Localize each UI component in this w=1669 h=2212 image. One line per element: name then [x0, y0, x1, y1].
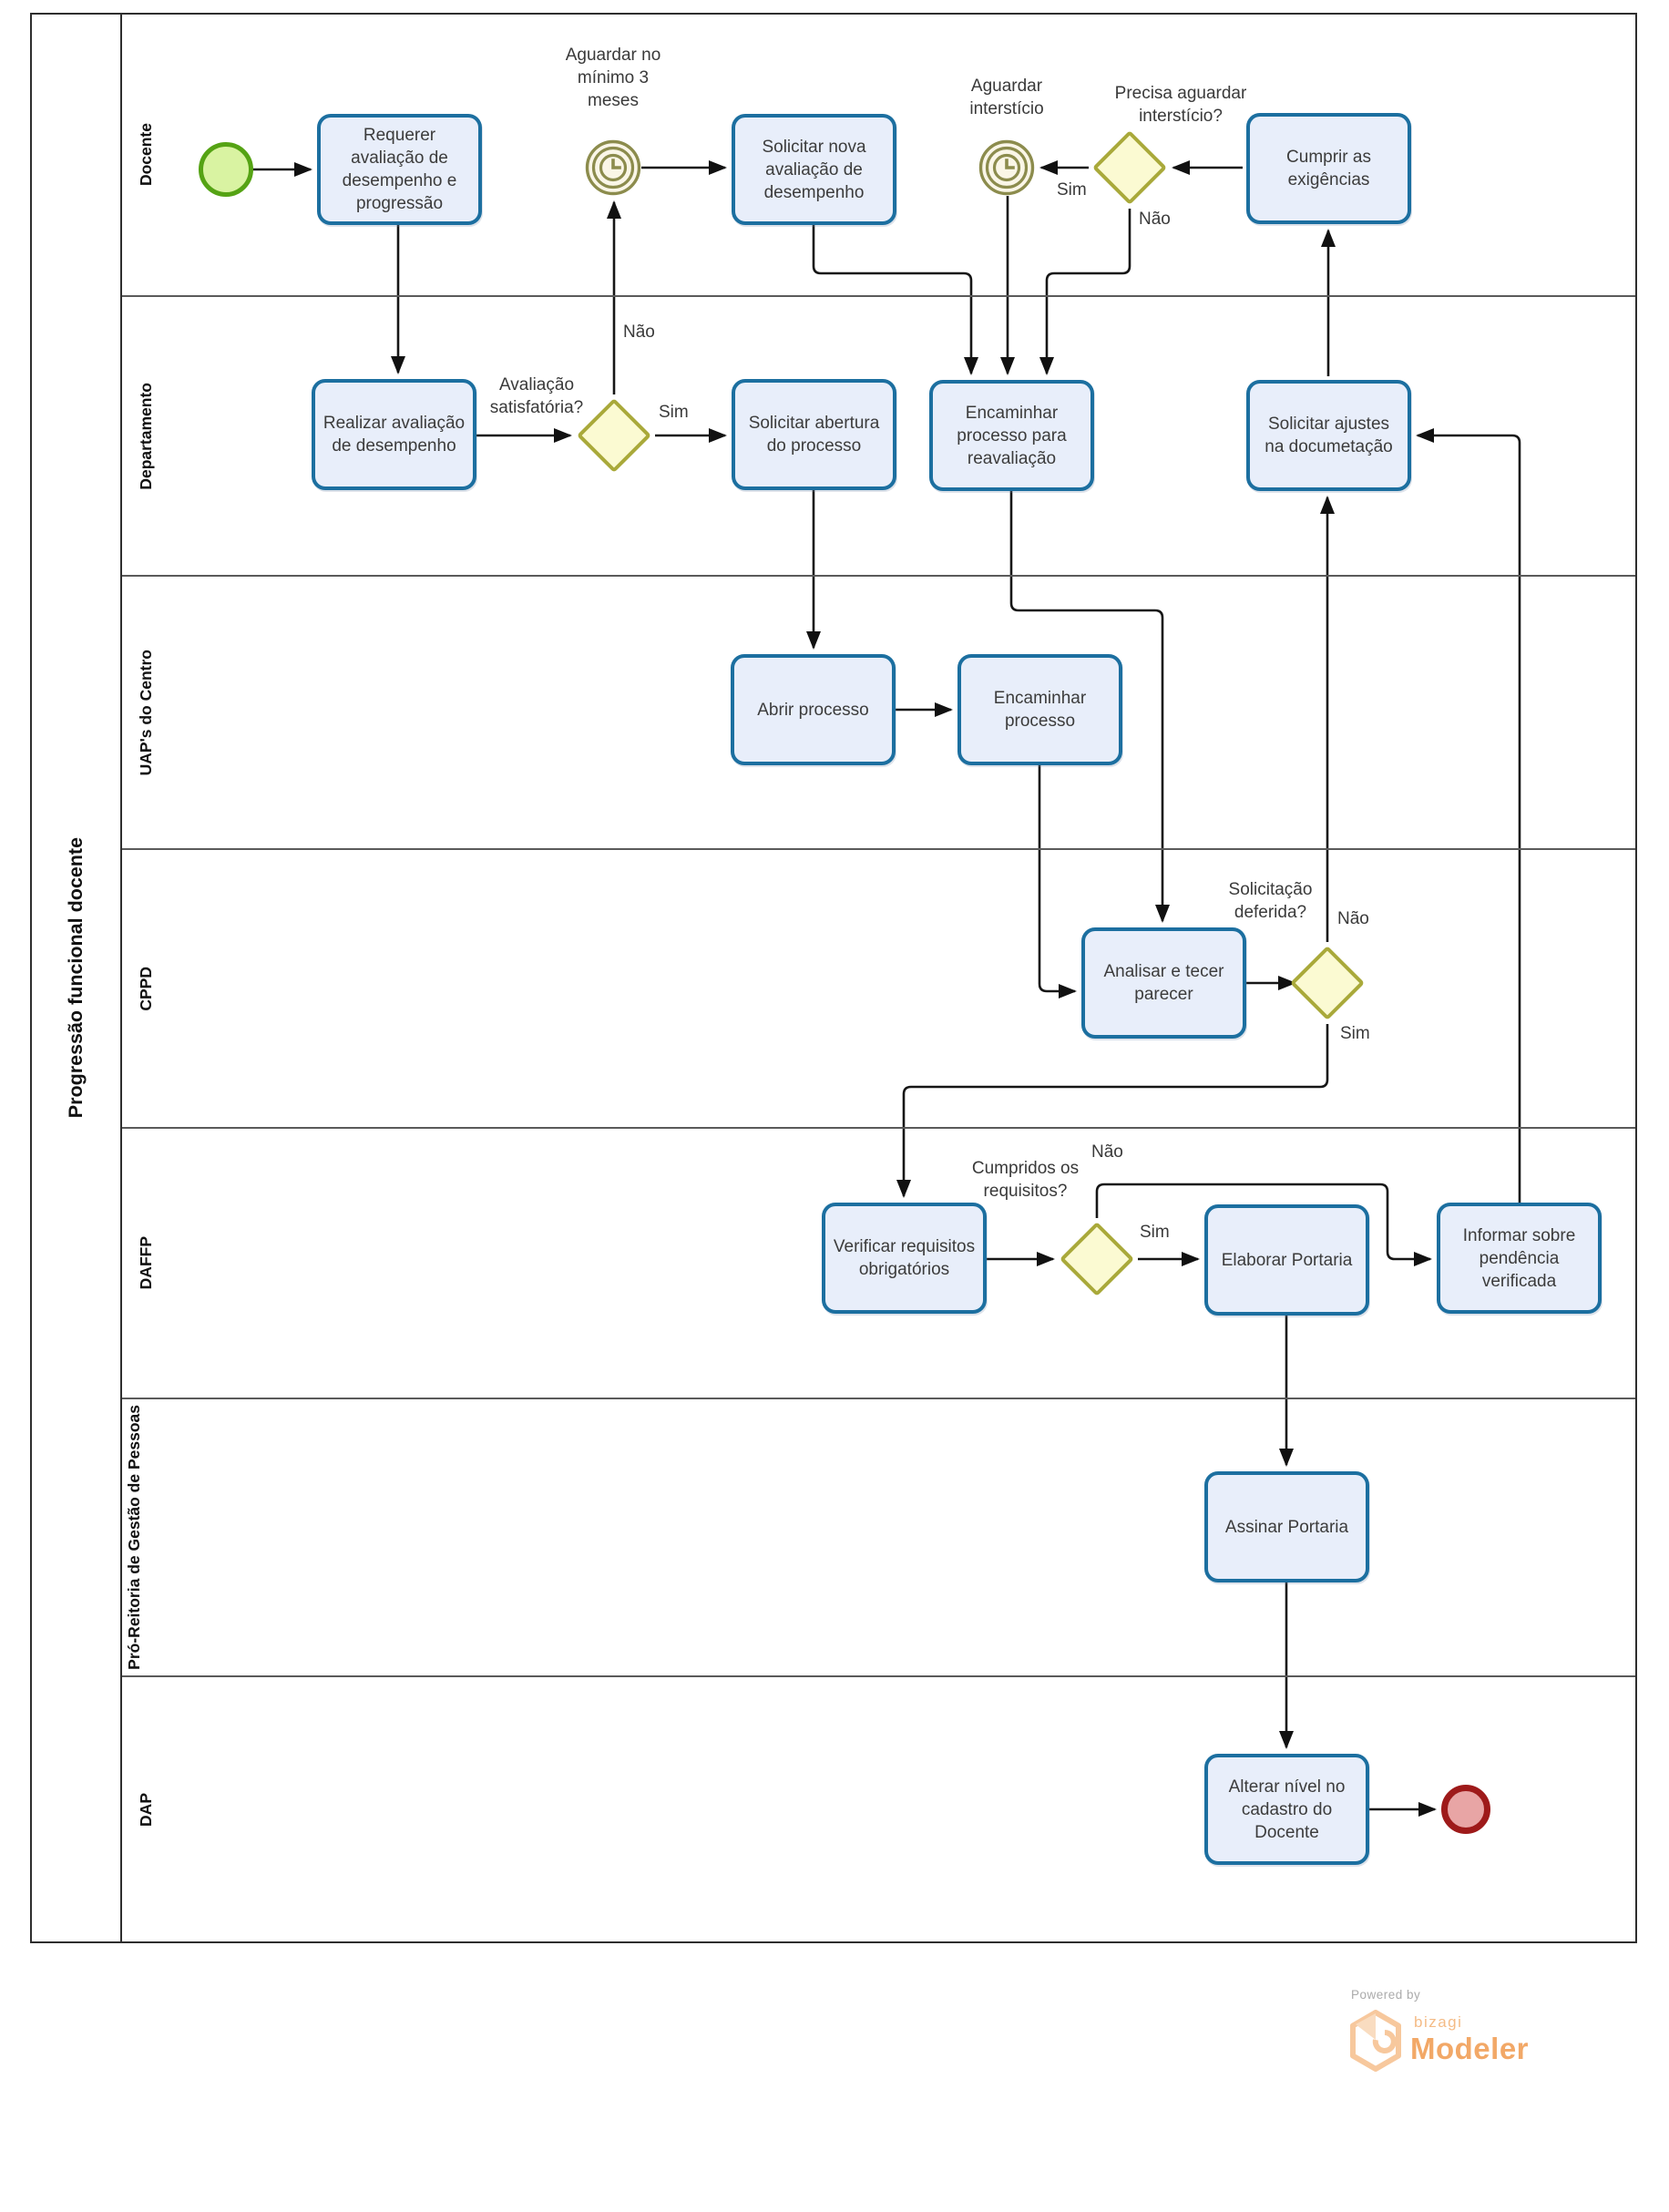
process-pool: [30, 13, 1637, 1943]
powered-by-text: Powered by: [1351, 1988, 1421, 2002]
lane-departamento: Departamento: [124, 296, 168, 576]
lane-label: Docente: [136, 122, 155, 187]
task-solicitar-ajustes-documentacao: Solicitar ajustes na documetação: [1246, 380, 1411, 491]
lane-uaps-do-centro: UAP's do Centro: [124, 576, 168, 849]
task-analisar-parecer: Analisar e tecer parecer: [1081, 927, 1246, 1039]
task-alterar-nivel-cadastro: Alterar nível no cadastro do Docente: [1204, 1754, 1369, 1865]
edge-label-sim: Sim: [1057, 180, 1087, 200]
task-requerer-avaliacao: Requerer avaliação de desempenho e progr…: [317, 114, 482, 225]
lane-label: CPPD: [136, 966, 155, 1011]
task-solicitar-nova-avaliacao: Solicitar nova avaliação de desempenho: [732, 114, 896, 225]
lane-divider: [122, 848, 1635, 850]
task-abrir-processo: Abrir processo: [731, 654, 896, 765]
lane-divider: [122, 1127, 1635, 1129]
gateway-label-solicitacao-deferida: Solicitação deferida?: [1228, 880, 1313, 922]
task-assinar-portaria: Assinar Portaria: [1204, 1471, 1369, 1582]
edge-label-sim: Sim: [1140, 1223, 1170, 1242]
task-encaminhar-processo: Encaminhar processo: [957, 654, 1122, 765]
pool-title-text: Progressão funcional docente: [64, 837, 87, 1119]
timer-label-3-meses: Aguardar no mínimo 3 meses: [565, 46, 661, 110]
lane-label: DAFFP: [136, 1236, 155, 1290]
end-event-icon: [1441, 1785, 1490, 1834]
lane-divider: [122, 1675, 1635, 1677]
task-cumprir-exigencias: Cumprir as exigências: [1246, 113, 1411, 224]
edge-label-nao: Não: [1091, 1142, 1123, 1162]
bizagi-brand-text: bizagi: [1414, 2013, 1463, 2031]
timer-event-icon: [978, 139, 1035, 196]
edge-label-nao: Não: [1139, 210, 1171, 229]
task-encaminhar-reavaliacao: Encaminhar processo para reavaliação: [929, 380, 1094, 491]
lane-daffp: DAFFP: [124, 1128, 168, 1398]
timer-event-icon: [585, 139, 641, 196]
task-informar-pendencia: Informar sobre pendência verificada: [1437, 1203, 1602, 1314]
lane-cppd: CPPD: [124, 849, 168, 1128]
lane-docente: Docente: [124, 13, 168, 296]
task-solicitar-abertura-processo: Solicitar abertura do processo: [732, 379, 896, 490]
lane-label: Departamento: [136, 382, 155, 490]
bizagi-hexagon-icon: [1350, 2010, 1401, 2072]
modeler-product-text: Modeler: [1410, 2032, 1530, 2065]
timer-label-intersticio: Aguardar interstício: [969, 77, 1044, 118]
edge-label-sim: Sim: [1340, 1024, 1370, 1043]
pool-title: Progressão funcional docente: [37, 13, 114, 1943]
lane-divider: [122, 295, 1635, 297]
task-elaborar-portaria: Elaborar Portaria: [1204, 1204, 1369, 1316]
lane-divider: [122, 1398, 1635, 1399]
lane-label: DAP: [136, 1793, 155, 1827]
lane-label: Pró-Reitoria de Gestão de Pessoas: [125, 1405, 143, 1670]
gateway-label-precisa-aguardar: Precisa aguardar interstício?: [1114, 84, 1247, 126]
gateway-label-cumpridos-requisitos: Cumpridos os requisitos?: [971, 1159, 1080, 1201]
task-realizar-avaliacao: Realizar avaliação de desempenho: [312, 379, 476, 490]
lane-pro-reitoria: Pró-Reitoria de Gestão de Pessoas: [124, 1398, 168, 1676]
pool-title-divider: [120, 13, 122, 1943]
task-verificar-requisitos: Verificar requisitos obrigatórios: [822, 1203, 987, 1314]
lane-divider: [122, 575, 1635, 577]
edge-label-nao: Não: [1337, 909, 1369, 928]
lane-dap: DAP: [124, 1676, 168, 1943]
edge-label-sim: Sim: [659, 403, 689, 422]
start-event-icon: [199, 142, 253, 197]
edge-label-nao: Não: [623, 323, 655, 342]
lane-label: UAP's do Centro: [136, 649, 155, 776]
gateway-label-avaliacao-satisfatoria: Avaliação satisfatória?: [489, 375, 584, 417]
